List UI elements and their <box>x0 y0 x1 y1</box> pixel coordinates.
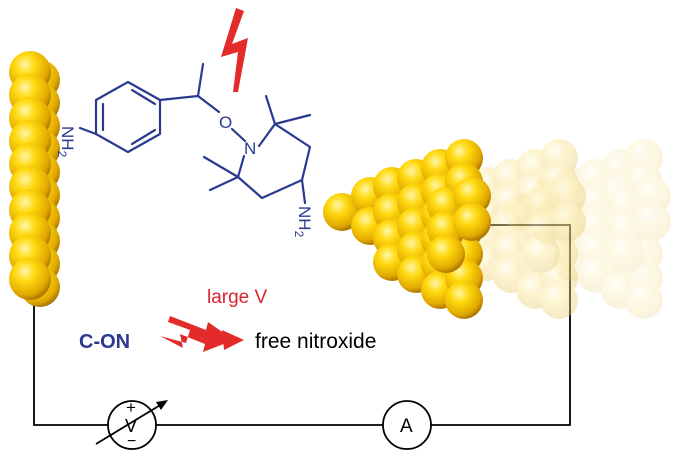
wire-left <box>33 305 108 426</box>
gold-atom <box>540 281 578 319</box>
gold-atom <box>548 203 586 241</box>
oxygen-label: O <box>219 113 232 132</box>
gold-atom <box>453 177 491 215</box>
free-nitroxide-label: free nitroxide <box>255 330 376 353</box>
gold-atom <box>548 177 586 215</box>
voltmeter-circle <box>107 400 157 450</box>
voltmeter-plus: + <box>126 398 136 417</box>
ammeter: A <box>382 400 432 450</box>
bond-c4-nh2 <box>300 178 307 205</box>
right-gold-tip <box>323 139 491 319</box>
gold-atom <box>9 258 51 300</box>
methyl-top-1 <box>264 94 277 126</box>
gold-atom <box>607 235 645 273</box>
gold-atom <box>453 203 491 241</box>
molecule: NH2 O N NH2 <box>55 62 314 238</box>
bond-c-o <box>196 94 221 114</box>
gold-atom <box>323 193 361 231</box>
c-on-label: C-ON <box>79 331 130 353</box>
arrowhead-icon <box>222 330 244 350</box>
ammeter-label: A <box>400 416 413 437</box>
gold-atom <box>633 177 671 215</box>
piperidine-ring <box>236 122 312 200</box>
left-gold-electrode <box>9 51 60 307</box>
methyl-bottom-2 <box>208 175 240 192</box>
reaction-arrow <box>160 316 244 352</box>
right-amine-label: NH2 <box>292 206 314 238</box>
bond-ring-nh2 <box>78 126 98 136</box>
voltmeter-minus: − <box>127 433 136 450</box>
gold-atom <box>522 235 560 273</box>
left-amine-label: NH2 <box>55 126 77 158</box>
methyl-bottom-1 <box>202 155 240 179</box>
variable-voltage-source: + V − <box>95 398 168 450</box>
methyl-top-2 <box>273 113 312 126</box>
ammeter-circle <box>382 400 432 450</box>
gold-atom <box>445 281 483 319</box>
benzene-double-bond-bottom <box>130 128 157 146</box>
bond-o-n <box>230 127 247 143</box>
variable-arrowhead <box>156 400 168 410</box>
gold-atom <box>633 203 671 241</box>
lightning-bolt-icon <box>221 8 248 92</box>
bond-methyl <box>196 62 205 98</box>
nitrogen-label: N <box>244 139 256 158</box>
bond-ring-ch <box>158 94 200 102</box>
gold-atom <box>427 235 465 273</box>
lightning-bolt-icon <box>160 316 234 352</box>
large-v-label: large V <box>207 287 268 308</box>
variable-arrow-icon <box>95 403 163 445</box>
benzene-ring <box>94 80 162 154</box>
gold-atom <box>625 281 663 319</box>
benzene-double-bond-top <box>130 88 157 106</box>
